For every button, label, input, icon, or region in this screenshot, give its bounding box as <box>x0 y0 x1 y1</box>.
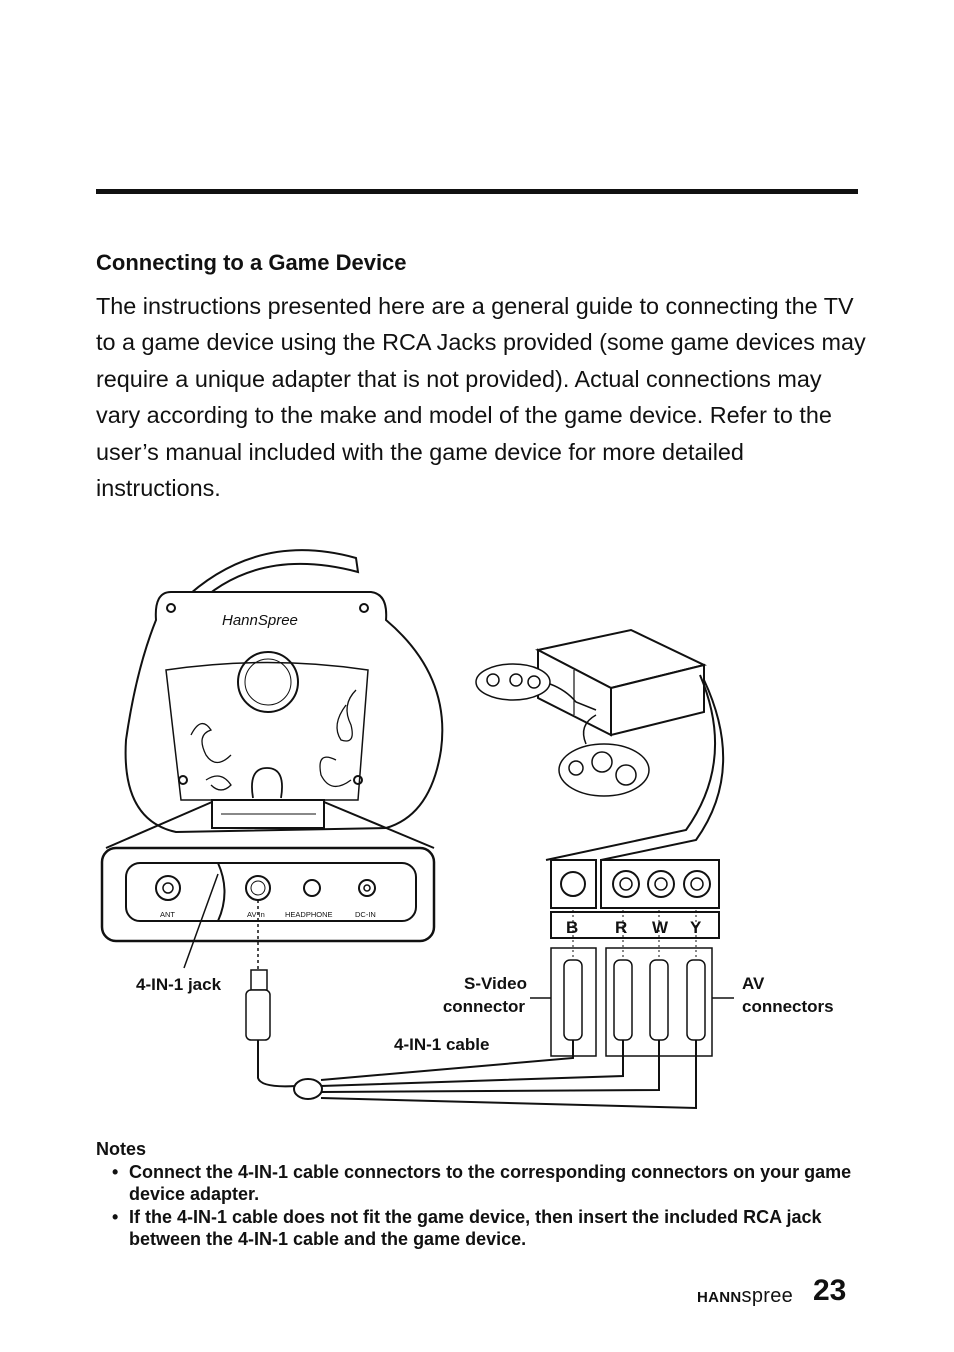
notes-section: Notes • Connect the 4-IN-1 cable connecto… <box>96 1138 876 1251</box>
jack-callout: 4-IN-1 jack <box>136 975 222 994</box>
svideo-callout-1: S-Video <box>464 974 527 993</box>
cable-callout: 4-IN-1 cable <box>394 1035 489 1054</box>
brand-light: spree <box>741 1285 794 1307</box>
connection-diagram: HannSpree ANT AV In HEADPHONE DC-IN <box>100 549 834 1110</box>
note-item: • If the 4-IN-1 cable does not fit the ga… <box>96 1206 876 1251</box>
av-in-label: AV In <box>247 910 265 919</box>
top-rule <box>96 189 858 194</box>
adapter-label-b: B <box>566 918 578 937</box>
headphone-port <box>303 879 321 897</box>
ant-label: ANT <box>160 910 175 919</box>
note-text: Connect the 4-IN-1 cable connectors to t… <box>129 1161 852 1205</box>
bullet: • <box>112 1206 119 1227</box>
av-callout-1: AV <box>742 974 765 993</box>
page-number: 23 <box>813 1274 847 1307</box>
av-callout-2: connectors <box>742 997 834 1016</box>
section-heading: Connecting to a Game Device <box>96 250 407 275</box>
controller-2 <box>558 743 650 797</box>
game-console <box>535 628 707 737</box>
adapter-label-w: W <box>652 918 669 937</box>
tv-back-panel <box>100 846 436 943</box>
svideo-callout-2: connector <box>443 997 526 1016</box>
bullet: • <box>112 1161 119 1182</box>
controller-1 <box>475 663 551 701</box>
four-in-one-cable <box>257 1040 697 1110</box>
dc-in-label: DC-IN <box>355 910 376 919</box>
tv-speaker <box>237 651 299 713</box>
note-item: • Connect the 4-IN-1 cable connectors to … <box>96 1161 876 1206</box>
headphone-label: HEADPHONE <box>285 910 333 919</box>
notes-title: Notes <box>96 1139 147 1159</box>
adapter-label-y: Y <box>690 918 702 937</box>
notes-list: • Connect the 4-IN-1 cable connectors to … <box>96 1161 876 1251</box>
intro-paragraph: The instructions presented here are a ge… <box>96 293 866 502</box>
tv-logo: HannSpree <box>222 612 298 629</box>
adapter-label-r: R <box>615 918 627 937</box>
note-text: If the 4-IN-1 cable does not fit the gam… <box>129 1206 822 1250</box>
brand-bold: HANN <box>697 1289 742 1306</box>
footer-brand-logo: HANNspree <box>697 1285 793 1308</box>
